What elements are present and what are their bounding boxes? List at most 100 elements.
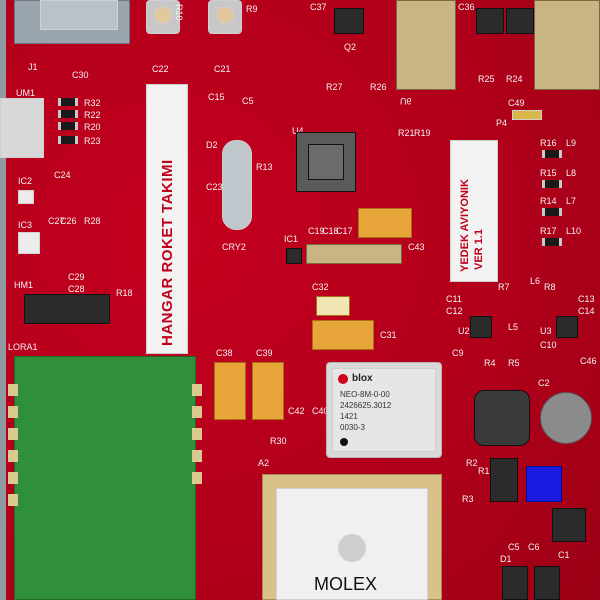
label-U2: U2 xyxy=(458,326,470,336)
gnss-line-1: NEO-8M-0-00 xyxy=(340,390,390,399)
ic-bottom-right xyxy=(552,508,586,542)
lora-pad-2 xyxy=(8,406,18,418)
label-R13: R13 xyxy=(256,162,273,172)
label-Q2: Q2 xyxy=(344,42,357,52)
mcu-die xyxy=(308,144,344,180)
label-J1: J1 xyxy=(28,62,38,72)
label-L10: L10 xyxy=(566,226,582,236)
resistor-r20 xyxy=(58,122,78,130)
label-U6: U6 xyxy=(400,96,412,106)
label-C46: C46 xyxy=(580,356,597,366)
label-L5: L5 xyxy=(508,322,519,332)
regulator-u2 xyxy=(470,316,492,338)
label-C32: C32 xyxy=(312,282,329,292)
microcontroller-u4 xyxy=(296,132,356,192)
usb-connector[interactable] xyxy=(0,98,44,158)
led-resistor-4 xyxy=(542,238,562,246)
label-C10: C10 xyxy=(540,340,557,350)
lora-pad-1 xyxy=(8,384,18,396)
antenna-brand: MOLEX xyxy=(314,574,378,594)
lora-pad-4 xyxy=(8,450,18,462)
sd-card-slot xyxy=(40,0,118,30)
label-R24: R24 xyxy=(506,74,523,84)
label-C17: C17 xyxy=(336,226,353,236)
label-R15: R15 xyxy=(540,168,557,178)
label-C5-bottom: C5 xyxy=(508,542,520,552)
gnss-line-3: 1421 xyxy=(340,412,358,421)
label-R25: R25 xyxy=(478,74,495,84)
label-D2: D2 xyxy=(206,140,218,150)
capacitor-c39 xyxy=(252,362,284,420)
tantalum-capacitor-1 xyxy=(358,208,412,238)
label-R9: R9 xyxy=(246,4,258,14)
subtitle-panel xyxy=(450,140,498,282)
board-title: HANGAR ROKET TAKIMI xyxy=(159,159,176,346)
label-C15: C15 xyxy=(208,92,225,102)
antenna-feed xyxy=(338,534,366,562)
label-R32: R32 xyxy=(84,98,101,108)
label-C21: C21 xyxy=(214,64,231,74)
label-C27: C27 xyxy=(48,216,65,226)
label-UM1: UM1 xyxy=(16,88,36,98)
label-CRY2: CRY2 xyxy=(222,242,246,252)
led-resistor-1 xyxy=(542,150,562,158)
label-P4: P4 xyxy=(496,118,508,128)
ic1 xyxy=(286,248,302,264)
diode-d1 xyxy=(502,566,528,600)
button-1-cap xyxy=(154,6,172,24)
label-C28: C28 xyxy=(68,284,85,294)
label-C22: C22 xyxy=(152,64,169,74)
label-R3: R3 xyxy=(462,494,474,504)
label-C1: C1 xyxy=(558,550,570,560)
bulk-capacitor-1 xyxy=(396,0,456,90)
label-HM1: HM1 xyxy=(14,280,34,290)
label-U4: U4 xyxy=(292,126,304,136)
label-R18: R18 xyxy=(116,288,133,298)
resistor-r23 xyxy=(58,136,78,144)
label-R30: R30 xyxy=(270,436,287,446)
label-R21: R21 xyxy=(398,128,415,138)
label-C9: C9 xyxy=(452,348,464,358)
regulator-u3 xyxy=(556,316,578,338)
label-IC2: IC2 xyxy=(18,176,33,186)
label-C5: C5 xyxy=(242,96,254,106)
tantalum-capacitor-2 xyxy=(316,296,350,316)
resistor-r22 xyxy=(58,110,78,118)
label-C18: C18 xyxy=(322,226,339,236)
label-IC1: IC1 xyxy=(284,234,299,244)
label-R28: R28 xyxy=(84,216,101,226)
label-C39: C39 xyxy=(256,348,273,358)
module-hm1 xyxy=(24,294,110,324)
mosfet-2 xyxy=(506,8,534,34)
label-C26: C26 xyxy=(60,216,77,226)
mosfet-1 xyxy=(476,8,504,34)
label-R4: R4 xyxy=(484,358,496,368)
lora-pad-7 xyxy=(192,384,202,396)
button-2-cap xyxy=(216,6,234,24)
inductor-large xyxy=(474,390,530,446)
lora-pad-10 xyxy=(192,450,202,462)
label-R8: R8 xyxy=(544,282,556,292)
gnss-line-4: 0030-3 xyxy=(340,423,365,432)
label-C36: C36 xyxy=(458,2,475,12)
sensor-ic3 xyxy=(18,232,40,254)
subtitle-line1: YEDEK AVIYONIK xyxy=(459,179,471,272)
label-R7: R7 xyxy=(498,282,510,292)
label-U3: U3 xyxy=(540,326,552,336)
label-C42: C42 xyxy=(288,406,305,416)
tantalum-capacitor-3 xyxy=(312,320,374,350)
label-L9: L9 xyxy=(566,138,577,148)
crystal xyxy=(222,140,252,230)
label-C14: C14 xyxy=(578,306,595,316)
lora-pad-8 xyxy=(192,406,202,418)
gnss-brand: blox xyxy=(352,373,373,384)
led-resistor-2 xyxy=(542,180,562,188)
label-C19: C19 xyxy=(308,226,325,236)
gnss-line-2: 2426625.3012 xyxy=(340,401,392,410)
label-C13: C13 xyxy=(578,294,595,304)
header-p4[interactable] xyxy=(512,110,542,120)
gnss-pin1-dot xyxy=(340,438,348,446)
label-C12: C12 xyxy=(446,306,463,316)
label-R22: R22 xyxy=(84,110,101,120)
label-R23: R23 xyxy=(84,136,101,146)
